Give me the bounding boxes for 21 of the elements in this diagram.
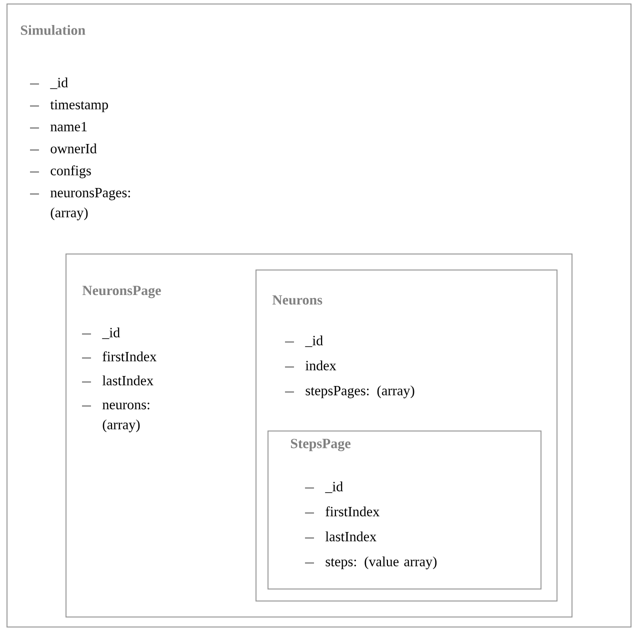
list-item: index (306, 360, 336, 370)
list-item: firstIndex (102, 351, 156, 362)
list-item: firstIndex (326, 506, 380, 516)
list-item: _id (305, 335, 323, 347)
list-item: _id (50, 77, 68, 89)
list-item: stepsPages: (array) (306, 385, 414, 398)
list-item: _id (325, 481, 343, 493)
list-item: neuronsPages: (array) (50, 188, 130, 220)
list-item: steps: (value array) (326, 556, 437, 570)
class-heading: NeuronsPage (82, 286, 161, 298)
class-heading: StepsPage (290, 438, 350, 452)
class-heading: Simulation (20, 25, 86, 35)
list-item: timestamp (50, 100, 108, 112)
list-item: ownerId (50, 143, 97, 154)
list-item: configs (50, 165, 91, 178)
list-item: _id (102, 327, 120, 339)
list-item: neurons: (array) (102, 402, 150, 432)
list-item: lastIndex (325, 531, 376, 542)
class-heading: Neurons (272, 295, 322, 305)
list-item: lastIndex (102, 375, 154, 386)
list-item: name1 (50, 122, 87, 132)
